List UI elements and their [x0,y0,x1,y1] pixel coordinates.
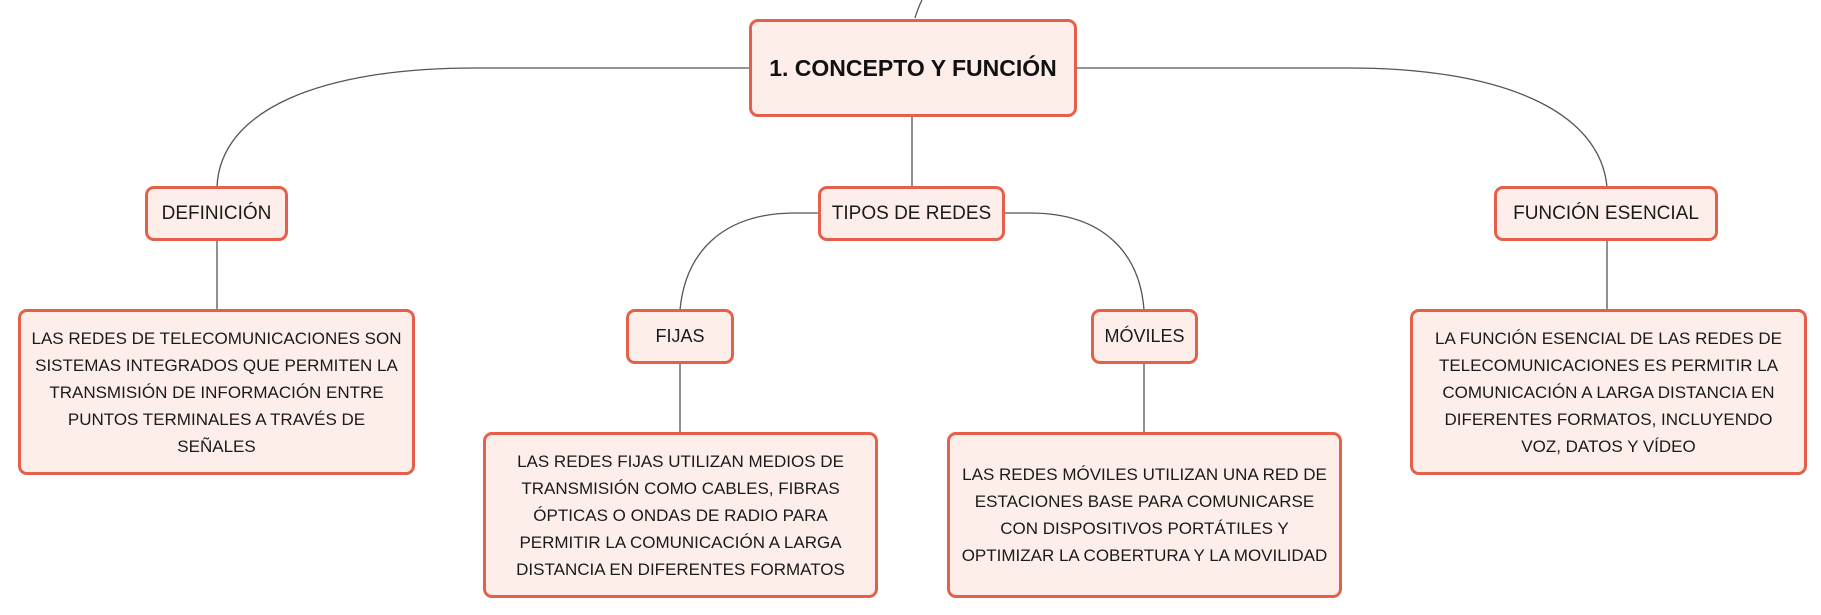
funcion-esencial-node-label: FUNCIÓN ESENCIAL [1513,202,1699,224]
definicion-detail-text: LAS REDES DE TELECOMUNICACIONES SON SIST… [31,328,402,456]
moviles-detail-text: LAS REDES MÓVILES UTILIZAN UNA RED DE ES… [961,465,1328,565]
funcion-detail-text: LA FUNCIÓN ESENCIAL DE LAS REDES DE TELE… [1434,328,1783,456]
fijas-detail-node[interactable]: LAS REDES FIJAS UTILIZAN MEDIOS DE TRANS… [483,432,878,598]
definicion-node-label: DEFINICIÓN [161,202,272,224]
connector-tipos-moviles [1004,212,1145,311]
connector-tipos-fijas [679,212,820,311]
definicion-node[interactable]: DEFINICIÓN [145,186,288,241]
fijas-node[interactable]: FIJAS [626,309,734,364]
fijas-node-label: FIJAS [655,326,705,346]
fijas-detail-text: LAS REDES FIJAS UTILIZAN MEDIOS DE TRANS… [516,451,845,579]
funcion-detail-node[interactable]: LA FUNCIÓN ESENCIAL DE LAS REDES DE TELE… [1410,309,1807,475]
funcion-esencial-node[interactable]: FUNCIÓN ESENCIAL [1494,186,1718,241]
moviles-detail-node[interactable]: LAS REDES MÓVILES UTILIZAN UNA RED DE ES… [947,432,1342,598]
definicion-detail-node[interactable]: LAS REDES DE TELECOMUNICACIONES SON SIST… [18,309,415,475]
connector-to-parent [914,0,923,19]
tipos-de-redes-node[interactable]: TIPOS DE REDES [818,186,1005,241]
connector-root-definicion [216,67,751,188]
root-node-label: 1. CONCEPTO Y FUNCIÓN [769,54,1057,81]
connector-root-funcion [1075,67,1608,188]
root-node[interactable]: 1. CONCEPTO Y FUNCIÓN [749,19,1077,117]
moviles-node-label: MÓVILES [1104,326,1185,346]
moviles-node[interactable]: MÓVILES [1091,309,1198,364]
tipos-de-redes-node-label: TIPOS DE REDES [831,202,992,224]
